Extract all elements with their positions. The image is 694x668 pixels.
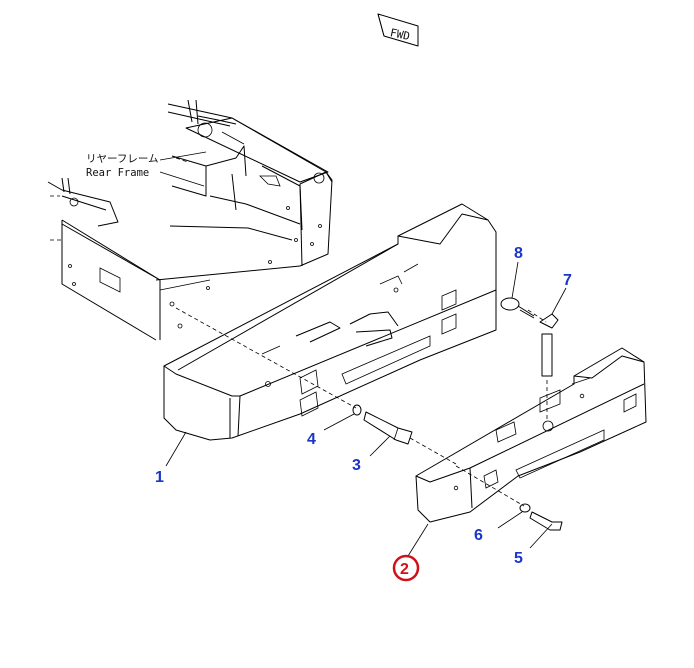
leader-6 <box>497 511 523 529</box>
callouts: 1 2 3 4 5 6 7 8 <box>155 245 572 582</box>
rear-frame <box>47 99 333 341</box>
counterweight-main <box>163 203 497 441</box>
leader-3 <box>369 435 391 457</box>
assembly-lines <box>175 307 547 507</box>
callout-8[interactable]: 8 <box>514 245 523 262</box>
washer-part4 <box>352 404 362 416</box>
callout-2-ring <box>392 554 420 582</box>
callout-7[interactable]: 7 <box>563 272 572 289</box>
callout-3[interactable]: 3 <box>352 457 361 474</box>
leader-8 <box>511 261 519 299</box>
callout-1[interactable]: 1 <box>155 469 164 486</box>
frame-label-group: リヤーフレーム Rear Frame <box>86 151 207 187</box>
leader-5 <box>529 523 553 549</box>
frame-label-jp: リヤーフレーム <box>86 153 159 165</box>
leader-7 <box>551 287 567 315</box>
callout-6[interactable]: 6 <box>474 527 483 544</box>
bolt <box>529 511 563 531</box>
leader-4 <box>323 413 355 431</box>
leader-2 <box>407 523 429 557</box>
frame-leader-line <box>159 151 207 161</box>
counterweight-secondary <box>415 347 647 523</box>
callout-5[interactable]: 5 <box>514 550 523 567</box>
washer-part6 <box>519 503 531 513</box>
leader-lines <box>165 261 567 557</box>
fwd-indicator: FWD <box>377 13 419 47</box>
frame-leader-line <box>159 171 205 187</box>
callout-2[interactable]: 2 <box>400 561 409 578</box>
lock-ring <box>500 297 535 319</box>
callout-4[interactable]: 4 <box>307 431 316 448</box>
dowel-pin <box>363 411 413 445</box>
fwd-label: FWD <box>389 26 411 43</box>
leader-1 <box>165 431 187 467</box>
frame-label-en: Rear Frame <box>86 167 149 179</box>
lifting-pin <box>539 313 559 420</box>
